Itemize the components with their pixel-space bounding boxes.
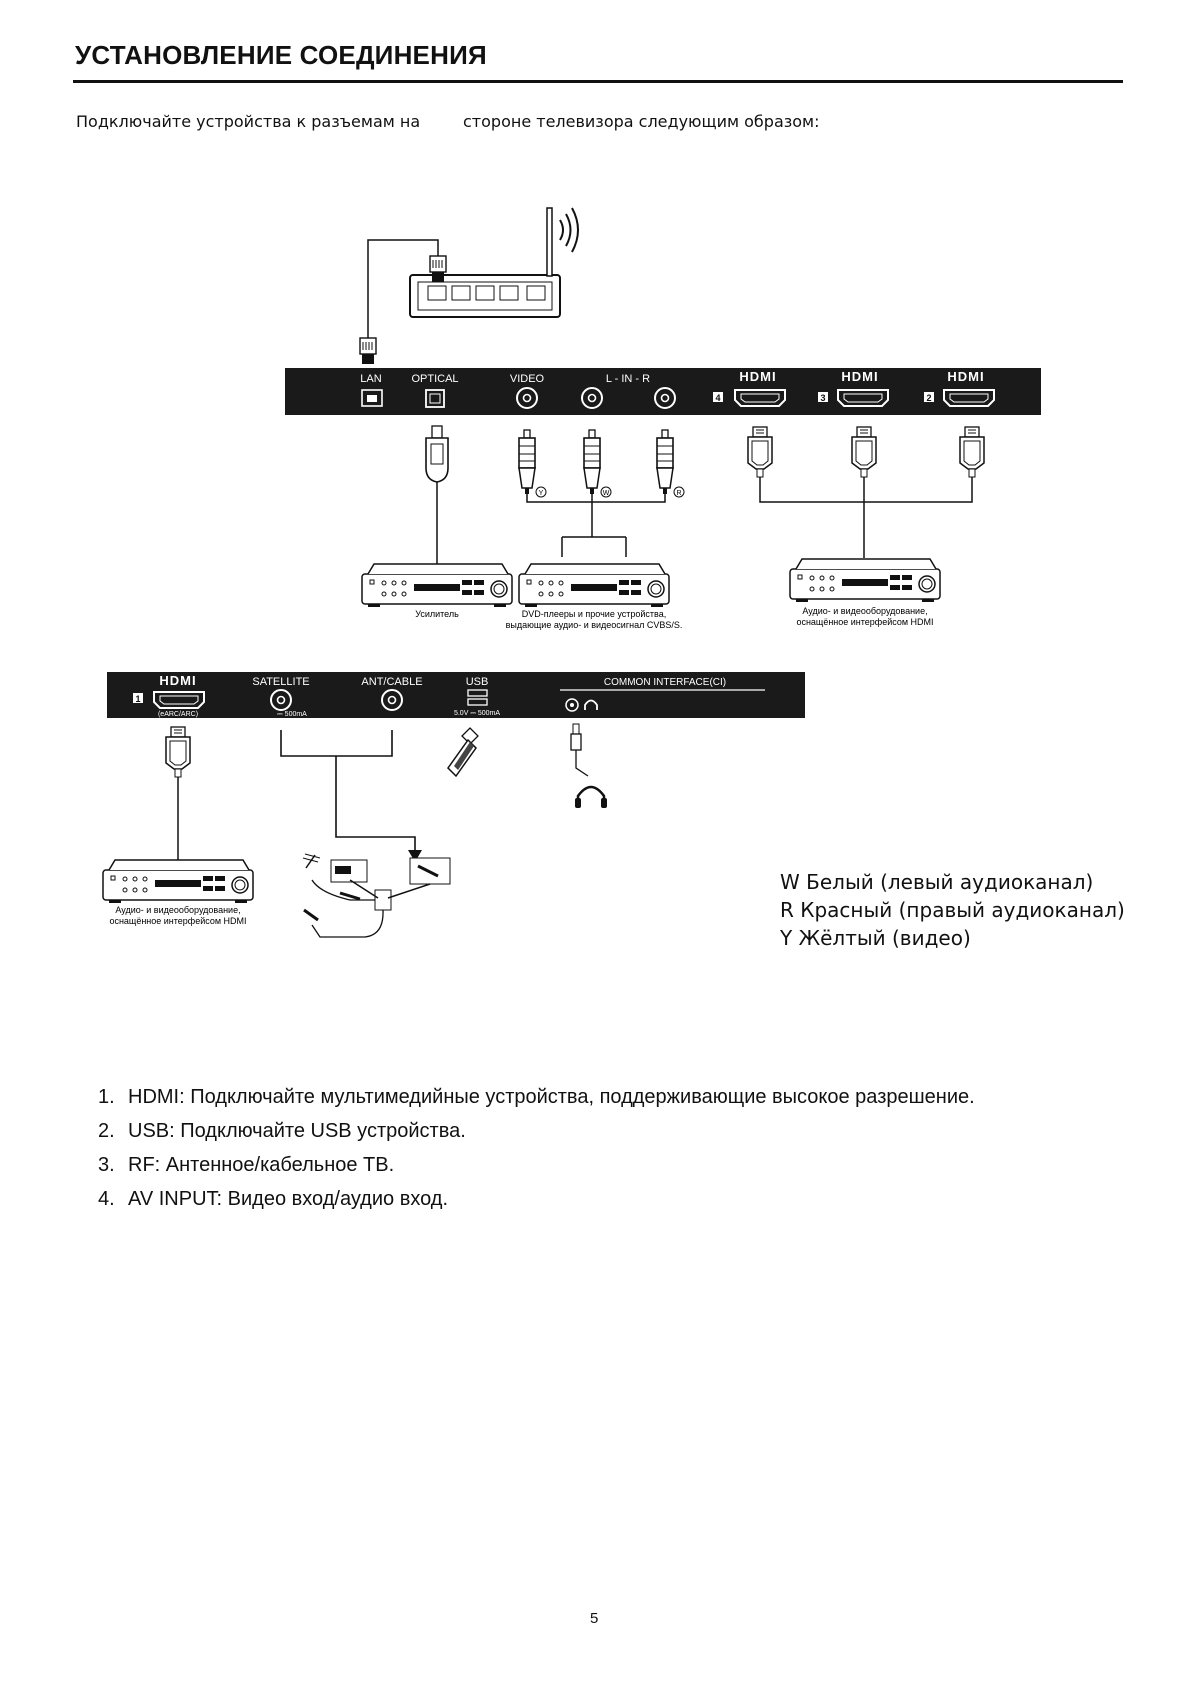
list-item-text: AV INPUT: Видео вход/аудио вход. (128, 1188, 449, 1210)
dvd-player-device (518, 563, 670, 608)
rear-panel-bottom: HDMI 1 (eARC/ARC) SATELLITE ⎓ 500mA ANT/… (107, 672, 805, 718)
list-item-text: USB: Подключайте USB устройства. (128, 1120, 466, 1142)
legend-y: Y Жёлтый (видео) (780, 926, 971, 950)
hdmi-av-bottom-caption-line2: оснащённое интерфейсом HDMI (109, 916, 246, 926)
rear-panel-top: LAN OPTICAL VIDEO L - IN - R HDMI 4 HDMI… (285, 368, 1041, 415)
lan-cable (359, 239, 447, 365)
ci-label: COMMON INTERFACE(CI) (604, 677, 726, 688)
list-item-number: 3. (98, 1154, 115, 1176)
hdmi3-logo: HDMI (841, 369, 878, 384)
headphones-icon (570, 723, 607, 808)
rca-cables: Y W R (518, 429, 685, 557)
page-number: 5 (590, 1610, 599, 1627)
optical-port (425, 389, 445, 408)
hdmi-av-device (789, 558, 941, 603)
list-item-text: RF: Антенное/кабельное ТВ. (128, 1154, 395, 1176)
satellite-power-label: ⎓ 500mA (277, 711, 307, 718)
earc-label: (eARC/ARC) (158, 711, 198, 718)
title-rule (73, 80, 1123, 83)
hdmi2-logo: HDMI (947, 369, 984, 384)
lan-port (361, 389, 383, 407)
hdmi-av-bottom-caption-line1: Аудио- и видеооборудование, (115, 905, 240, 915)
satellite-label: SATELLITE (252, 676, 309, 688)
hdmi4-logo: HDMI (739, 369, 776, 384)
list-item-number: 2. (98, 1120, 115, 1142)
rca-tag-r: R (676, 490, 681, 497)
hdmi-av-device-bottom (102, 859, 254, 904)
dvd-caption-line1: DVD-плееры и прочие устройства, (522, 609, 666, 619)
hdmi1-logo: HDMI (159, 673, 196, 688)
hdmi3-number: 3 (820, 393, 825, 403)
usb-power-label: 5.0V ⎓ 500mA (454, 710, 500, 717)
usb-stick-icon (447, 727, 479, 778)
rca-tag-w: W (603, 490, 610, 497)
list-item-number: 1. (98, 1086, 115, 1108)
antenna-cabling (280, 730, 451, 938)
list-item: 1. HDMI: Подключайте мультимедийные устр… (98, 1083, 998, 1111)
intro-text-right: стороне телевизора следующим образом: (463, 112, 820, 131)
list-item-text: HDMI: Подключайте мультимедийные устройс… (128, 1086, 975, 1108)
optical-cable (425, 425, 449, 565)
hdmi-av-caption-line2: оснащённое интерфейсом HDMI (796, 617, 933, 627)
amplifier-caption: Усилитель (415, 609, 459, 619)
legend-w: W Белый (левый аудиоканал) (780, 870, 1094, 894)
hdmi4-number: 4 (715, 393, 720, 403)
legend-r: R Красный (правый аудиоканал) (780, 898, 1125, 922)
router-icon (409, 207, 579, 318)
list-item: 2. USB: Подключайте USB устройства. (98, 1117, 998, 1145)
hdmi1-cable (165, 726, 191, 860)
optical-label: OPTICAL (411, 373, 458, 385)
hdmi1-number: 1 (135, 694, 140, 704)
notes-list: 1. HDMI: Подключайте мультимедийные устр… (98, 1083, 998, 1219)
rca-tag-y: Y (539, 490, 544, 497)
video-label: VIDEO (510, 373, 545, 385)
hdmi-av-caption-line1: Аудио- и видеооборудование, (802, 606, 927, 616)
lan-label: LAN (360, 373, 381, 385)
list-item-number: 4. (98, 1188, 115, 1210)
hdmi-cables-top (747, 426, 985, 558)
list-item: 3. RF: Антенное/кабельное ТВ. (98, 1151, 998, 1179)
l-in-r-label: L - IN - R (606, 373, 650, 385)
intro-text-left: Подключайте устройства к разъемам на (76, 112, 421, 131)
usb-label: USB (466, 676, 489, 688)
dvd-caption-line2: выдающие аудио- и видеосигнал CVBS/S. (506, 620, 683, 630)
ant-cable-label: ANT/CABLE (361, 676, 422, 688)
list-item: 4. AV INPUT: Видео вход/аудио вход. (98, 1185, 998, 1213)
hdmi2-number: 2 (926, 393, 931, 403)
amplifier-device (361, 563, 513, 608)
page-title: УСТАНОВЛЕНИЕ СОЕДИНЕНИЯ (75, 40, 487, 70)
